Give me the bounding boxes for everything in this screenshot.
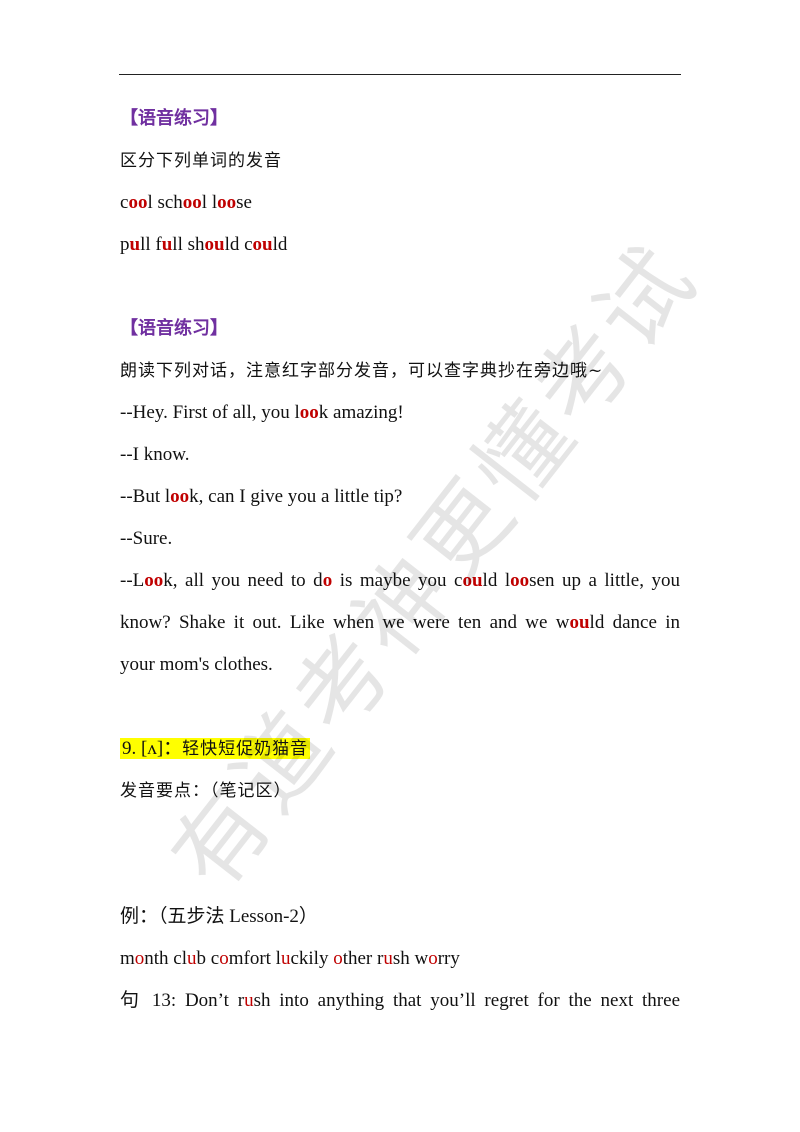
instruction-text: 区分下列单词的发音 — [120, 151, 282, 171]
instruction-text: 朗读下列对话，注意红字部分发音，可以查字典抄在旁边哦~ — [120, 361, 604, 381]
notes-label: 发音要点：（笔记区） — [120, 781, 292, 801]
dialogue-line: your mom's clothes. — [120, 654, 273, 675]
header-rule — [119, 74, 681, 75]
example-label: 例：（五步法 Lesson-2） — [120, 906, 318, 927]
dialogue-line: --Hey. First of all, you look amazing! — [120, 402, 404, 423]
word-row-oo: cool school loose — [120, 192, 252, 213]
example-sentence: 句 13: Don’t rush into anything that you’… — [120, 990, 681, 1011]
phoneme-title: 9. [ʌ]：轻快短促奶猫音 — [120, 738, 311, 759]
word-row-u: pull full should could — [120, 234, 288, 255]
dialogue-line: --But look, can I give you a little tip? — [120, 486, 403, 507]
section-heading: 【语音练习】 — [120, 108, 228, 129]
dialogue-line: --I know. — [120, 444, 190, 465]
dialogue-line: know? Shake it out. Like when we were te… — [120, 612, 680, 633]
example-words: month club comfort luckily other rush wo… — [120, 948, 460, 969]
dialogue-line: --Sure. — [120, 528, 173, 549]
dialogue-line: --Look, all you need to do is maybe you … — [120, 570, 680, 591]
section-heading: 【语音练习】 — [120, 318, 228, 339]
